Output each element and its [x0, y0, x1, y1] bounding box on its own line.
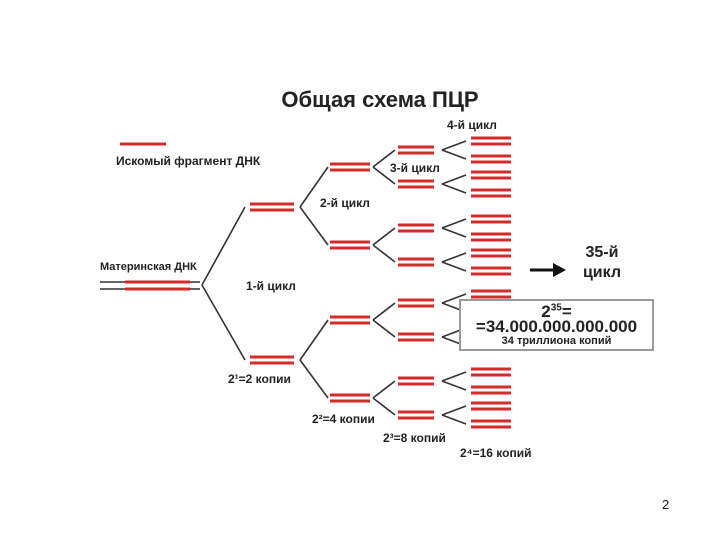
branch-c4-up	[441, 405, 467, 416]
dna-duplex	[330, 393, 370, 403]
dna-duplex	[398, 410, 434, 420]
branch-c4-down	[441, 380, 467, 391]
branch-c1-down	[201, 284, 246, 361]
dna-duplex	[471, 266, 511, 276]
branch-c4-up	[441, 218, 467, 229]
branch-c3-up	[372, 149, 396, 168]
dna-duplex	[250, 355, 294, 365]
cycle-3-label: 3-й цикл	[390, 161, 440, 175]
result-box: 235= =34.000.000.000.000 34 триллиона ко…	[459, 299, 654, 351]
branch-c3-up	[372, 227, 396, 246]
copies-2-label: 2¹=2 копии	[228, 372, 291, 386]
mother-dna	[100, 280, 200, 291]
dna-duplex	[250, 202, 294, 212]
dna-duplex	[398, 223, 434, 233]
branch-c3-down	[372, 319, 396, 338]
branch-c2-down	[299, 206, 329, 246]
branch-c2-down	[299, 359, 329, 399]
dna-duplex	[330, 315, 370, 325]
branch-c1-up	[201, 206, 246, 286]
dna-duplex	[398, 298, 434, 308]
branch-c2-up	[299, 319, 329, 361]
branch-c3-up	[372, 302, 396, 321]
dna-duplex	[471, 214, 511, 224]
dna-duplex	[471, 367, 511, 377]
result-number: =34.000.000.000.000	[475, 317, 638, 336]
branch-c4-up	[441, 174, 467, 185]
dna-duplex	[398, 179, 434, 189]
branch-c4-down	[441, 261, 467, 272]
dna-duplex	[398, 257, 434, 267]
cycle-4-label: 4-й цикл	[447, 118, 497, 132]
dna-duplex	[398, 145, 434, 155]
branch-c3-down	[372, 244, 396, 263]
dna-duplex	[471, 188, 511, 198]
branch-c3-down	[372, 166, 396, 185]
cycle-1-label: 1-й цикл	[246, 279, 296, 293]
copies-4-label: 2²=4 копии	[312, 412, 375, 426]
dna-duplex	[398, 332, 434, 342]
dna-duplex	[471, 401, 511, 411]
result-words: 34 триллиона копий	[501, 335, 612, 347]
branch-c3-down	[372, 397, 396, 416]
dna-duplex	[471, 289, 511, 299]
page-number: 2	[662, 497, 670, 512]
diagram-title: Общая схема ПЦР	[281, 87, 478, 112]
dna-duplex	[471, 136, 511, 146]
copies-16-label: 2⁴=16 копий	[460, 446, 531, 460]
cycle-2-label: 2-й цикл	[320, 196, 370, 210]
dna-duplex	[471, 385, 511, 395]
copies-8-label: 2³=8 копий	[383, 431, 446, 445]
branch-c2-up	[299, 166, 329, 208]
dna-duplex	[471, 154, 511, 164]
arrow-right-icon	[530, 263, 566, 277]
cycle-35-label: 35-й цикл	[582, 244, 622, 281]
legend-label: Искомый фрагмент ДНК	[116, 154, 261, 168]
dna-duplex	[471, 419, 511, 429]
branch-c4-down	[441, 149, 467, 160]
dna-duplex	[330, 240, 370, 250]
branch-c4-down	[441, 414, 467, 425]
branch-c4-up	[441, 293, 467, 304]
branch-c3-up	[372, 380, 396, 399]
dna-duplex	[471, 170, 511, 180]
dna-duplex	[471, 248, 511, 258]
branch-c4-down	[441, 227, 467, 238]
branch-c4-up	[441, 252, 467, 263]
result-power: 235=	[541, 302, 572, 321]
mother-dna-label: Материнская ДНК	[100, 261, 197, 273]
branch-c4-down	[441, 183, 467, 194]
branch-c4-up	[441, 140, 467, 151]
dna-duplex	[398, 376, 434, 386]
branch-c4-up	[441, 371, 467, 382]
dna-duplex	[330, 162, 370, 172]
dna-duplex	[471, 232, 511, 242]
